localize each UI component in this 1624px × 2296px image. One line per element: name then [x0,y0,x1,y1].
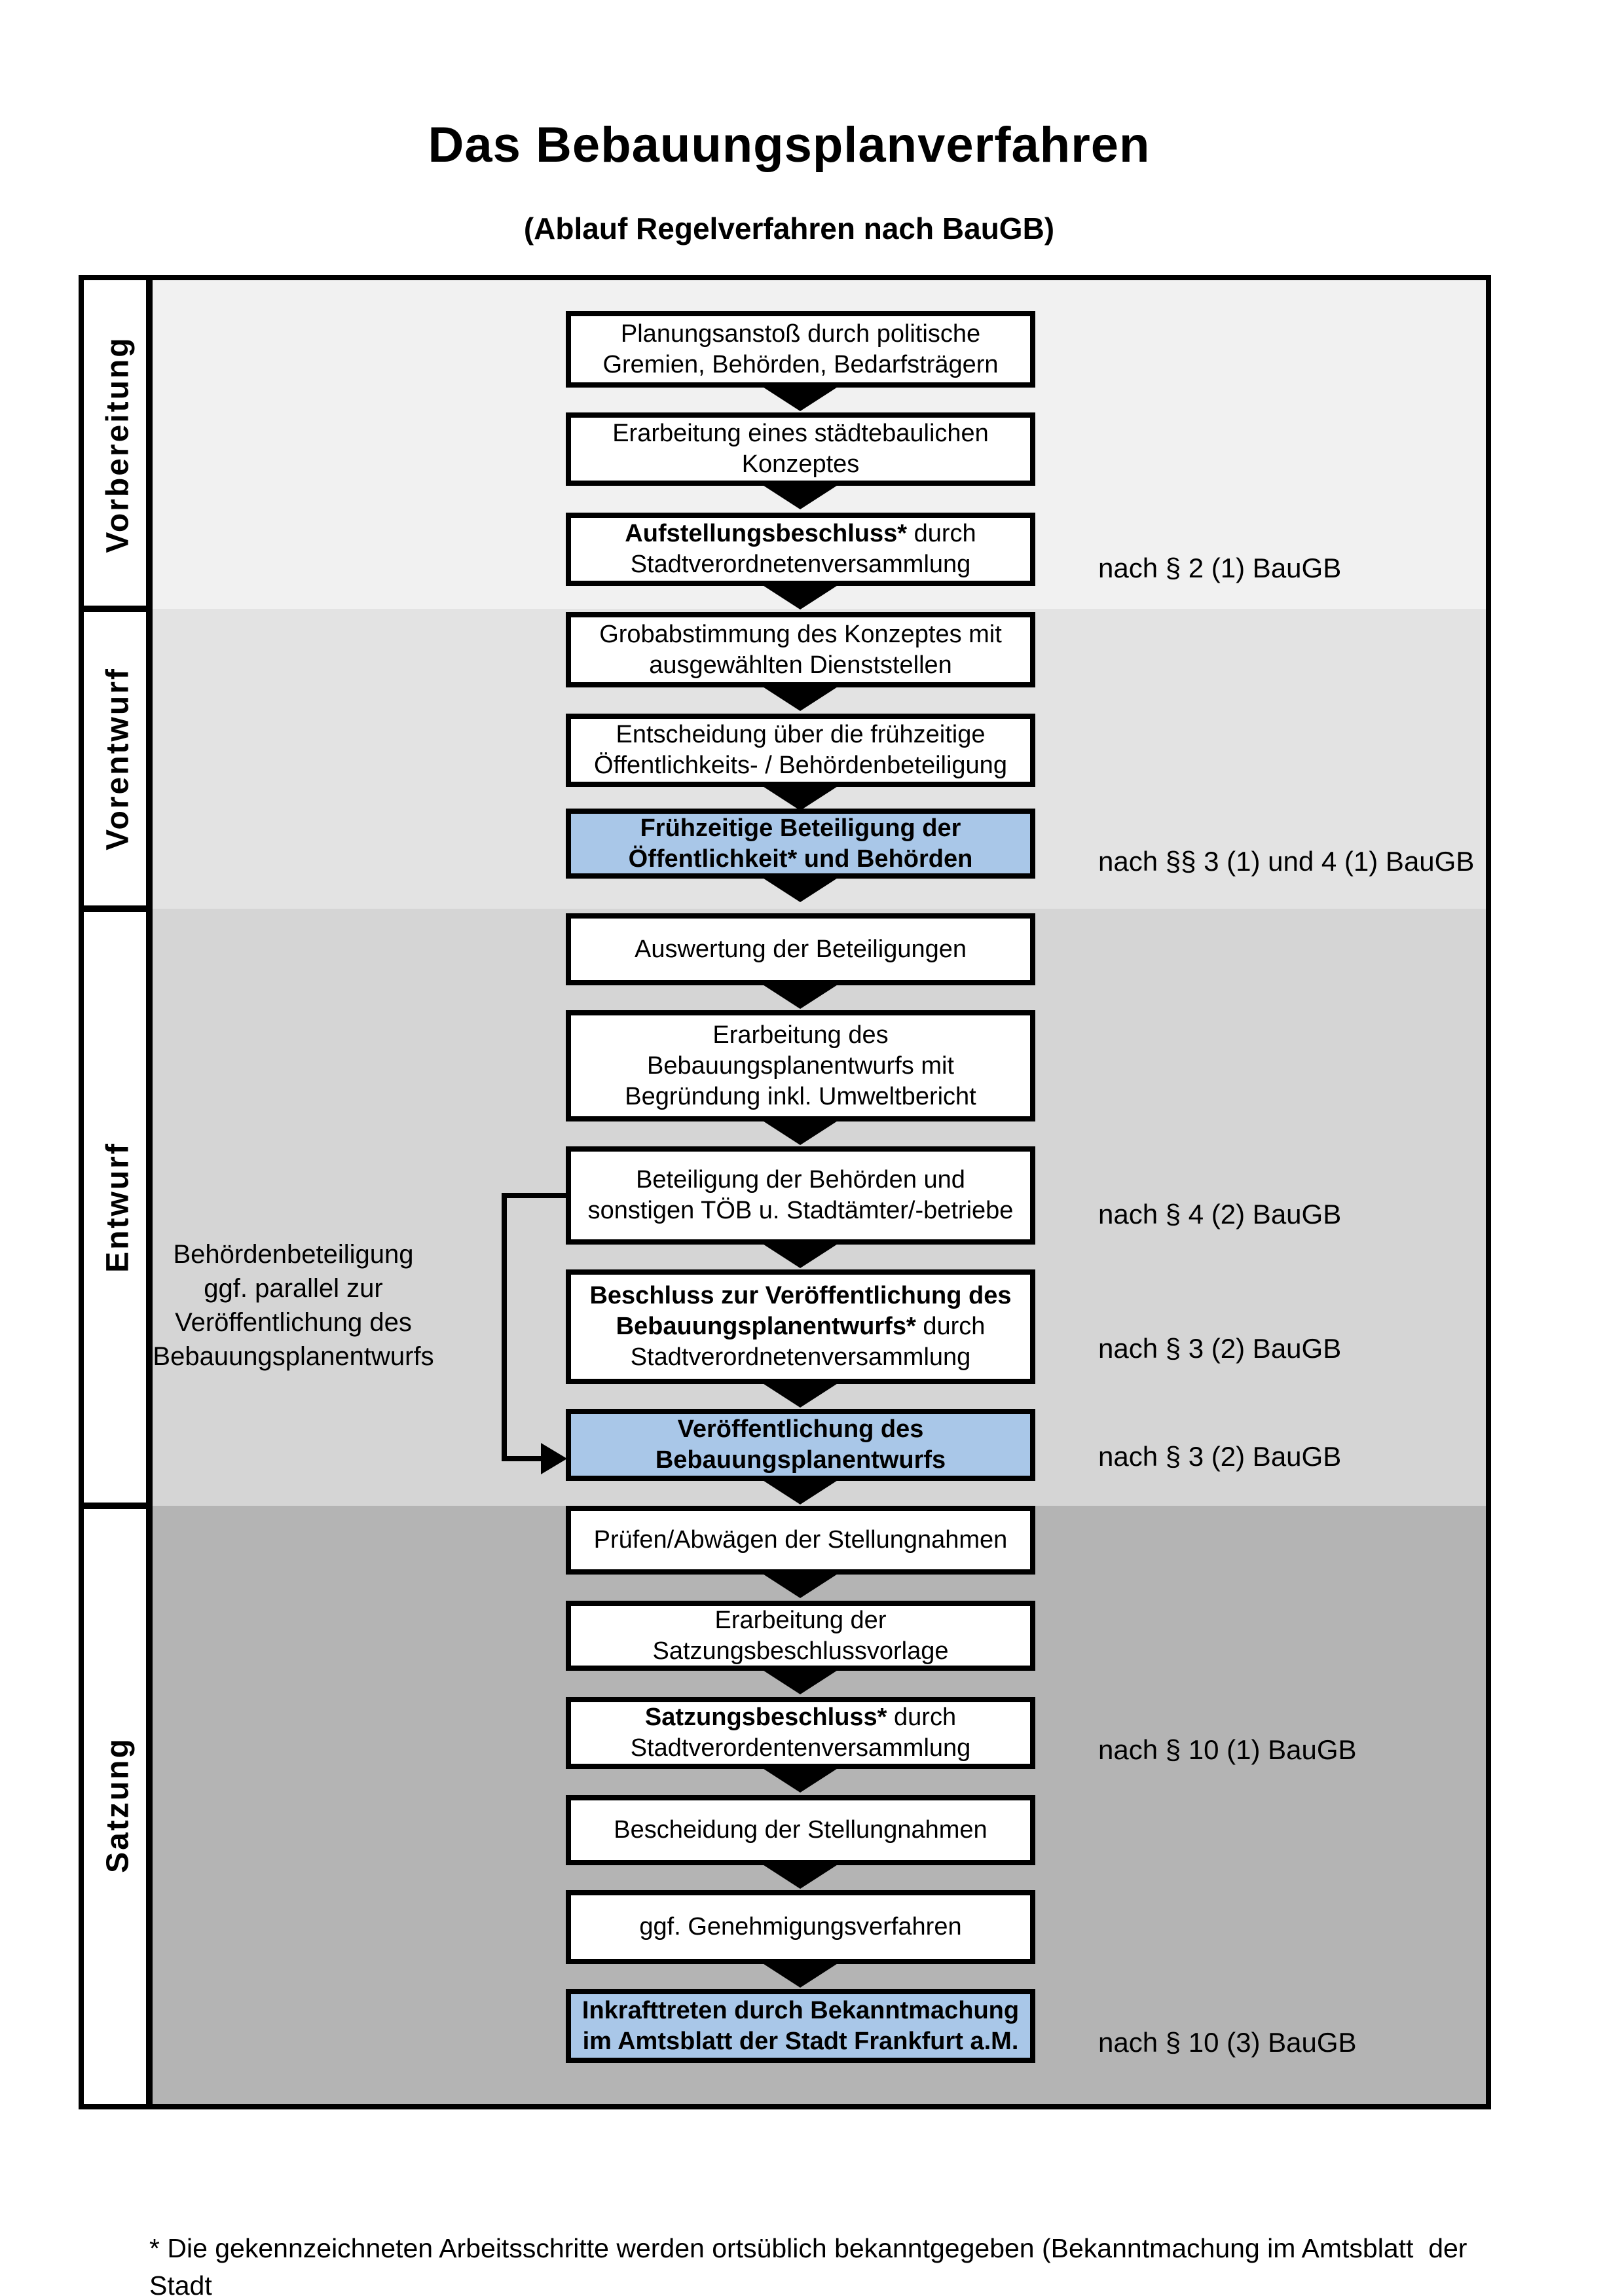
down-arrow-icon [758,384,843,411]
down-arrow-icon [758,1241,843,1268]
phase-label-column [84,280,153,2104]
law-reference-veroeffentlichung: nach § 3 (2) BauGB [1098,1441,1342,1472]
flow-node-text: ausgewählten Dienststellen [649,651,952,679]
flow-node-text: Satzungsbeschluss* durch [644,1704,957,1731]
flow-node-inkrafttreten: Inkrafttreten durch Bekanntmachung im Amt… [566,1989,1035,2063]
phase-separator [84,1503,153,1509]
flow-node-text: Inkrafttreten durch Bekanntmachung [581,1996,1020,2024]
flow-node-text: Beteiligung der Behörden und [636,1166,965,1194]
flow-node-text: Planungsanstoß durch politische [620,319,981,348]
flow-node-text: Erarbeitung der [714,1606,887,1634]
flow-node-text: Gremien, Behörden, Bedarfsträgern [602,350,999,378]
flow-node-text: Konzeptes [741,450,860,478]
down-arrow-icon [758,1380,843,1408]
flow-node-behoerdenbeteiligung: Beteiligung der Behörden und sonstigen TÖ… [566,1146,1035,1245]
side-note-line: Veröffentlichung des [175,1308,412,1337]
flow-node-genehmigungsverfahren: ggf. Genehmigungsverfahren [566,1890,1035,1964]
law-reference-veroeffentlichungsbeschluss: nach § 3 (2) BauGB [1098,1333,1342,1364]
down-arrow-icon [758,1477,843,1504]
down-arrow-icon [758,1571,843,1598]
flow-node-text: Erarbeitung des [712,1021,889,1049]
law-reference-fruehzeitige-beteiligung: nach §§ 3 (1) und 4 (1) BauGB [1098,846,1475,877]
flow-node-text: Erarbeitung eines städtebaulichen [612,420,989,447]
law-reference-aufstellungsbeschluss: nach § 2 (1) BauGB [1098,553,1342,583]
flow-node-text: im Amtsblatt der Stadt Frankfurt a.M. [582,2027,1019,2055]
flow-node-text: sonstigen TÖB u. Stadtämter/-betriebe [587,1197,1014,1224]
down-arrow-icon [758,582,843,610]
side-note-line: ggf. parallel zur [204,1274,383,1303]
down-arrow-icon [758,875,843,902]
law-reference-inkrafttreten: nach § 10 (3) BauGB [1098,2027,1357,2058]
down-arrow-icon [758,1667,843,1694]
down-arrow-icon [758,783,843,811]
footnote-line: * Die gekennzeichneten Arbeitsschritte w… [149,2233,1475,2296]
flow-node-text: Grobabstimmung des Konzeptes mit [599,620,1002,648]
flow-node-grobabstimmung: Grobabstimmung des Konzeptes mit ausgewäh… [566,612,1035,687]
down-arrow-icon [758,1960,843,1988]
flow-node-text: Öffentlichkeits- / Behördenbeteiligung [594,752,1007,779]
page-title: Das Bebauungsplanverfahren [428,117,1151,173]
page-subtitle: (Ablauf Regelverfahren nach BauGB) [523,211,1055,246]
down-arrow-icon [758,1765,843,1793]
flow-node-text: Begründung inkl. Umweltbericht [625,1082,976,1110]
flow-node-pruefen-abwaegen: Prüfen/Abwägen der Stellungnahmen [566,1506,1035,1575]
flow-node-text: Satzungsbeschlussvorlage [652,1637,949,1665]
flow-node-text: Frühzeitige Beteiligung der [640,814,961,842]
flow-node-text: Bescheidung der Stellungnahmen [614,1816,987,1844]
down-arrow-icon [758,981,843,1009]
phase-label-satzung: Satzung [100,1737,136,1873]
law-reference-behoerdenbeteiligung: nach § 4 (2) BauGB [1098,1199,1342,1230]
flow-node-text: Bebauungsplanentwurfs [655,1446,946,1474]
flow-node-text: Beschluss zur Veröffentlichung des [589,1282,1012,1309]
law-reference-satzungsbeschluss: nach § 10 (1) BauGB [1098,1734,1357,1765]
phase-separator [84,905,153,912]
footnote: * Die gekennzeichneten Arbeitsschritte w… [149,2155,1511,2296]
phase-separator [84,606,153,612]
down-arrow-icon [758,1861,843,1889]
flow-node-text: ggf. Genehmigungsverfahren [639,1913,962,1941]
down-arrow-icon [758,482,843,509]
parallel-connector-line [502,1193,507,1461]
flow-node-text: Auswertung der Beteiligungen [634,935,967,963]
parallel-connector-elbow [502,1456,542,1461]
side-note: Behördenbeteiligung ggf. parallel zur Ve… [123,1237,464,1374]
flow-node-text: Veröffentlichung des [677,1415,924,1443]
flow-node-text: Entscheidung über die frühzeitige [616,721,986,748]
flow-node-text: Stadtverordnetenversammlung [630,551,971,578]
down-arrow-icon [758,1118,843,1145]
phase-label-vorbereitung: Vorbereitung [100,336,136,553]
connector-arrow-icon [541,1443,567,1474]
flow-node-text: Aufstellungsbeschluss* durch [625,520,976,547]
phase-label-vorentwurf: Vorentwurf [100,667,136,850]
flow-node-text: Öffentlichkeit* und Behörden [628,845,973,873]
side-note-line: Bebauungsplanentwurfs [153,1342,434,1371]
flow-node-text: Stadtverordentenversammlung [630,1734,971,1762]
flow-node-bescheidung: Bescheidung der Stellungnahmen [566,1795,1035,1865]
flow-node-text: Bebauungsplanentwurfs* durch [616,1313,986,1340]
flow-node-auswertung: Auswertung der Beteiligungen [566,913,1035,985]
flow-node-text: Bebauungsplanentwurfs mit [647,1051,954,1080]
flow-node-text: Prüfen/Abwägen der Stellungnahmen [593,1526,1008,1554]
parallel-connector-stub [502,1193,566,1198]
flow-node-text: Stadtverordnetenversammlung [630,1343,971,1371]
side-note-line: Behördenbeteiligung [173,1240,414,1269]
down-arrow-icon [758,683,843,711]
